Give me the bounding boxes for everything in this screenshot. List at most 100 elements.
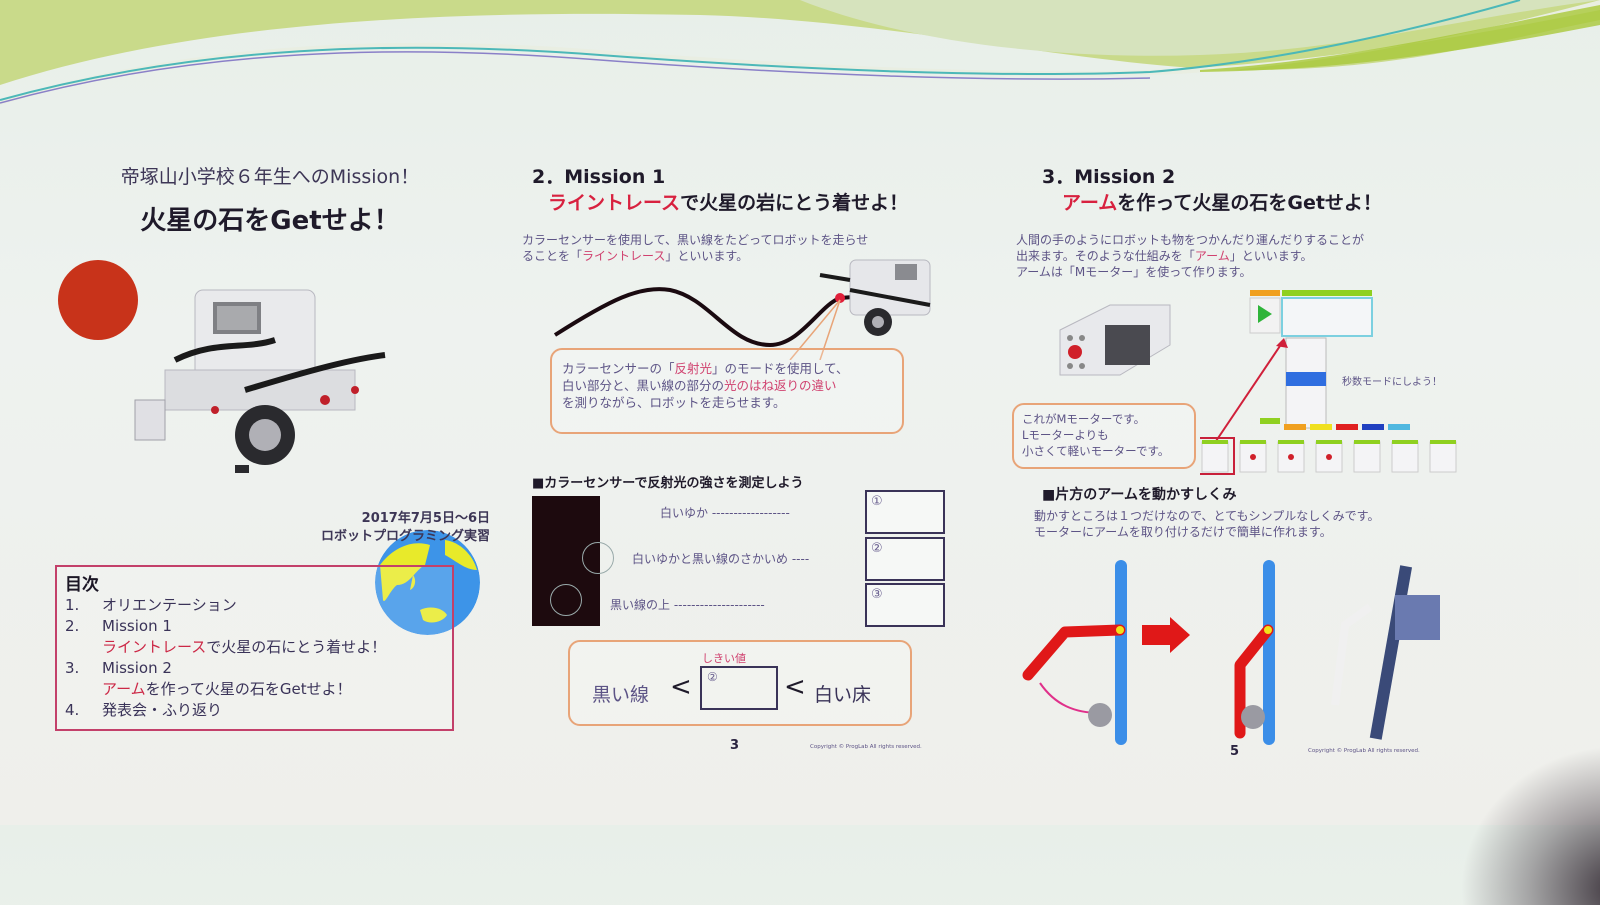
- description-text: ることを「: [522, 249, 583, 263]
- toc-item-text: を作って火星の石をGetせよ！: [145, 680, 352, 698]
- slide-cover: 帝塚山小学校６年生へのMission！ 火星の石をGetせよ！ 2017年7月5…: [40, 150, 500, 770]
- callout-line: を測りながら、ロボットを走らせます。: [562, 395, 786, 410]
- slide-mission-2: 3．Mission 2 アームを作って火星の石をGetせよ！ 人間の手のようにロ…: [1000, 150, 1490, 770]
- mission-subtitle: アームを作って火星の石をGetせよ！: [1062, 188, 1382, 215]
- sensor-circle-icon: [550, 584, 582, 616]
- slide-mission-1: 2．Mission 1 ライントレースで火星の岩にとう着せよ！ カラーセンサーを…: [520, 150, 980, 770]
- toc-item: 3. Mission 2: [57, 658, 452, 679]
- measurement-label: 白いゆか ------------------: [660, 506, 790, 520]
- page-number: 5: [1230, 744, 1240, 759]
- description-line: カラーセンサーを使用して、黒い線をたどってロボットを走らせ: [522, 233, 869, 247]
- toc-item: 4. 発表会・ふり返り: [57, 700, 452, 721]
- mission-keyword: ライントレース: [548, 192, 681, 214]
- toc-item: アームを作って火星の石をGetせよ！: [57, 679, 452, 700]
- callout-line: 白い部分と、黒い線の部分の: [562, 378, 725, 393]
- mission-heading: 2．Mission 1: [532, 166, 666, 188]
- less-than-symbol: <: [784, 672, 806, 702]
- callout-highlight: 反射光: [674, 361, 713, 376]
- toc-item-text: Mission 1: [102, 617, 172, 635]
- toc-item-number: [57, 637, 102, 658]
- measurement-input-box: ①: [865, 490, 945, 534]
- measurement-label-text: 白いゆかと黒い線のさかいめ: [632, 552, 789, 566]
- event-date-block: 2017年7月5日〜6日 ロボットプログラミング実習: [270, 510, 490, 546]
- mechanism-description: 動かすところは１つだけなので、とてもシンプルなしくみです。 モーターにアームを取…: [1034, 508, 1379, 540]
- background-wave-decoration: [0, 0, 1600, 105]
- arm-mechanism-diagram: [1022, 560, 1440, 745]
- toc-item-text: Mission 2: [102, 659, 172, 677]
- callout-text: カラーセンサーの「反射光」のモードを使用して、 白い部分と、黒い線の部分の光のは…: [562, 360, 849, 411]
- toc-item-number: 2.: [65, 617, 80, 635]
- toc-heading: 目次: [65, 575, 99, 595]
- toc-item-highlight: ライントレース: [102, 638, 207, 656]
- mission-subtitle-text: で火星の岩にとう着せよ！: [680, 192, 909, 214]
- toc-item-text: オリエンテーション: [102, 596, 237, 614]
- description-line: 動かすところは１つだけなので、とてもシンプルなしくみです。: [1034, 509, 1380, 523]
- callout-line: Lモーターよりも: [1022, 428, 1109, 442]
- mission-subtitle-text: を作って火星の石をGetせよ！: [1117, 192, 1382, 214]
- sensor-section-heading: ■カラーセンサーで反射光の強さを測定しよう: [532, 476, 804, 491]
- toc-item-number: 4.: [65, 701, 80, 719]
- svg-text:秒数モードにしよう！: 秒数モードにしよう！: [1342, 375, 1442, 388]
- toc-item: 1. オリエンテーション: [57, 595, 452, 616]
- slide-subtitle: 帝塚山小学校６年生へのMission！: [120, 166, 420, 188]
- toc-item-text: 発表会・ふり返り: [102, 701, 223, 719]
- toc-item-number: [57, 679, 102, 700]
- marker: ③: [871, 587, 883, 602]
- m-motor-callout: これがMモーターです。 Lモーターよりも 小さくて軽いモーターです。: [1012, 403, 1196, 469]
- toc-item-highlight: アーム: [102, 680, 146, 698]
- table-of-contents: 目次 1. オリエンテーション 2. Mission 1 ライントレースで火星の…: [55, 565, 454, 731]
- description-text: 出来ます。そのような仕組みを「: [1016, 249, 1195, 263]
- mars-icon: [58, 260, 138, 340]
- measurement-label-text: 白いゆか: [660, 506, 709, 520]
- callout-text: これがMモーターです。 Lモーターよりも 小さくて軽いモーターです。: [1022, 411, 1169, 459]
- measurement-label: 白いゆかと黒い線のさかいめ ----: [632, 552, 810, 566]
- description-line: 人間の手のようにロボットも物をつかんだり運んだりすることが: [1016, 233, 1365, 247]
- threshold-right-label: 白い床: [814, 684, 872, 706]
- marker: ①: [871, 494, 883, 509]
- marker: ②: [707, 670, 718, 684]
- m-motor-image: [1059, 304, 1171, 376]
- sensor-circle-icon: [582, 542, 614, 574]
- event-date: 2017年7月5日〜6日: [361, 511, 490, 526]
- less-than-symbol: <: [670, 672, 692, 702]
- toc-item: 2. Mission 1: [57, 616, 452, 637]
- projection-corner-shadow: [1460, 745, 1600, 905]
- threshold-label: しきい値: [702, 652, 746, 665]
- description-line: モーターにアームを取り付けるだけで簡単に作れます。: [1034, 525, 1332, 539]
- description-highlight: ライントレース: [582, 249, 666, 263]
- reflected-light-callout: カラーセンサーの「反射光」のモードを使用して、 白い部分と、黒い線の部分の光のは…: [550, 348, 904, 434]
- slide-title: 火星の石をGetせよ！: [140, 206, 400, 236]
- toc-item: ライントレースで火星の石にとう着せよ！: [57, 637, 452, 658]
- marker: ②: [871, 541, 883, 556]
- black-line-panel: [532, 496, 614, 626]
- threshold-value-box: ②: [700, 666, 778, 710]
- callout-line: カラーセンサーの「: [562, 361, 675, 376]
- toc-item-number: 3.: [65, 659, 80, 677]
- toc-item-text: で火星の石にとう着せよ！: [206, 638, 387, 656]
- mission-subtitle: ライントレースで火星の岩にとう着せよ！: [548, 188, 908, 215]
- description-text: 」といいます。: [1229, 249, 1313, 263]
- callout-highlight: 光のはね返りの違い: [724, 378, 837, 393]
- mission-description: カラーセンサーを使用して、黒い線をたどってロボットを走らせ ることを「ライントレ…: [522, 232, 868, 264]
- callout-line: 」のモードを使用して、: [712, 361, 849, 376]
- measurement-label-text: 黒い線の上: [610, 598, 671, 612]
- description-text: 」といいます。: [665, 249, 749, 263]
- threshold-left-label: 黒い線: [592, 684, 650, 706]
- callout-line: 小さくて軽いモーターです。: [1022, 444, 1170, 458]
- event-name: ロボットプログラミング実習: [320, 529, 490, 544]
- ev3-robot-image: [134, 289, 386, 473]
- description-line: アームは「Mモーター」を使って作ります。: [1016, 265, 1252, 279]
- mission-description: 人間の手のようにロボットも物をつかんだり運んだりすることが 出来ます。そのような…: [1016, 232, 1364, 280]
- measurement-label: 黒い線の上 ---------------------: [610, 598, 765, 612]
- description-highlight: アーム: [1194, 249, 1230, 263]
- copyright-notice: Copyright © ProgLab All rights reserved.: [810, 744, 922, 750]
- threshold-box: しきい値 黒い線 < ② < 白い床: [568, 640, 912, 726]
- toc-item-number: 1.: [65, 596, 80, 614]
- measurement-input-box: ③: [865, 583, 945, 627]
- mission-keyword: アーム: [1062, 192, 1118, 214]
- measurement-input-box: ②: [865, 537, 945, 581]
- mission-heading: 3．Mission 2: [1042, 166, 1176, 188]
- programming-blocks-illustration: 秒数モードにしよう！: [1200, 290, 1457, 475]
- mechanism-section-heading: ■片方のアームを動かすしくみ: [1042, 487, 1237, 503]
- copyright-notice: Copyright © ProgLab All rights reserved.: [1308, 748, 1420, 754]
